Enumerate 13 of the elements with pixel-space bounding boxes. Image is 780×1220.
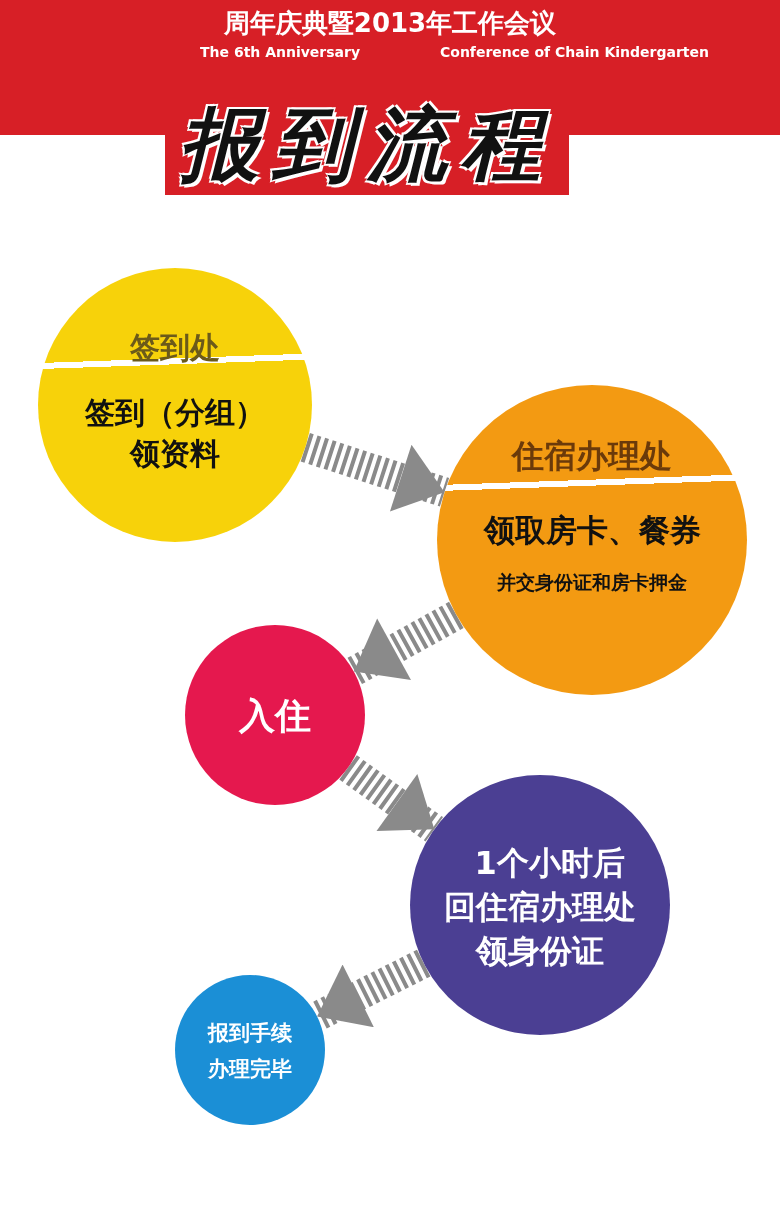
subtitle-text: Conference of Chain Kindergarten	[440, 44, 709, 60]
step-heading: 住宿办理处	[510, 436, 673, 477]
subtitle-text: The 6th Anniversary	[200, 44, 361, 60]
step-text: 领取房卡、餐券	[482, 511, 702, 550]
step-text: 报到手续办理完毕	[206, 1020, 293, 1083]
header-text: 周年庆典暨2013年工作会议	[222, 7, 558, 40]
arrow	[300, 432, 450, 512]
step-text: 1个小时后回住宿办理处领身份证	[443, 843, 637, 972]
step-text: 入住	[237, 694, 312, 738]
step-text: 签到（分组）领资料	[85, 394, 265, 473]
arrow	[346, 601, 464, 685]
step-heading: 签到处	[129, 329, 221, 367]
step-text: 并交身份证和房卡押金	[496, 570, 688, 595]
